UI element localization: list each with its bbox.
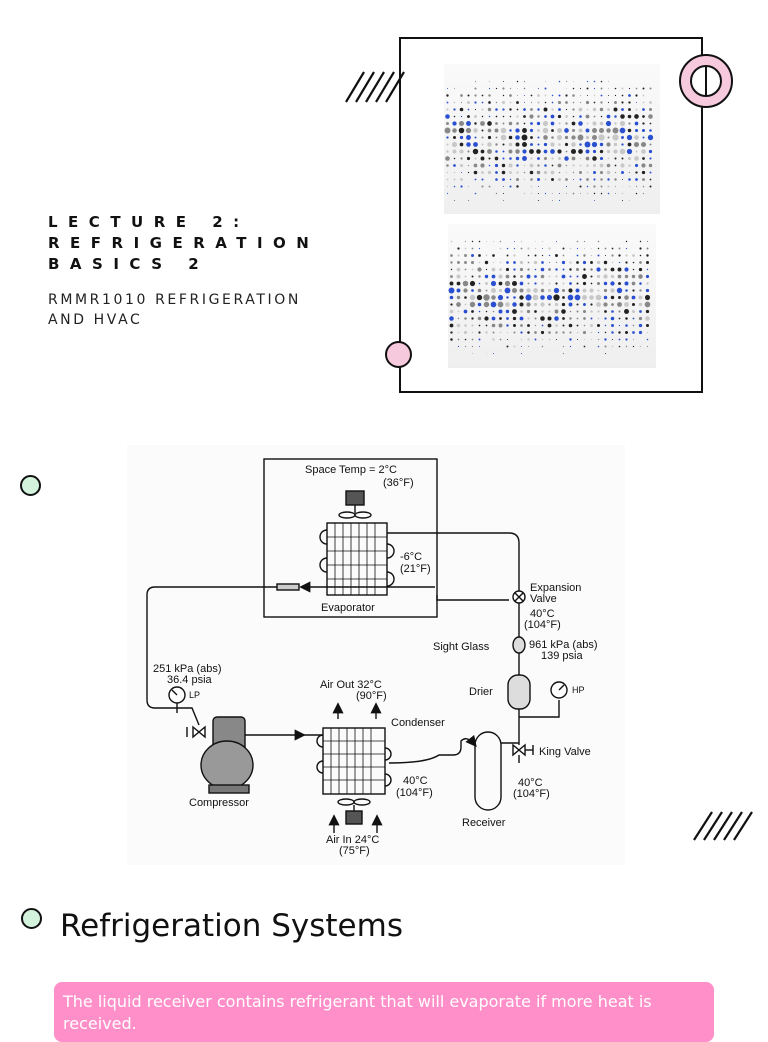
section-heading: Refrigeration Systems [60, 908, 403, 944]
subtitle-line-1: RMMR1010 REFRIGERATION [48, 292, 301, 308]
evaporator-coil [326, 522, 388, 596]
cond-out-temp-label: 40°C [403, 775, 428, 787]
high-pressure-label: 961 kPa (abs) [529, 639, 597, 651]
sight-glass-icon [512, 636, 526, 654]
hp-label: HP [572, 685, 585, 695]
green-circle-decoration [20, 475, 41, 496]
cond-out-temp-f-label: (104°F) [396, 787, 433, 799]
space-temp-label: Space Temp = 2°C [305, 464, 397, 476]
liquid-temp-label: 40°C [530, 608, 555, 620]
receiver-temp-f-label: (104°F) [513, 788, 550, 800]
pink-circle-decoration [385, 341, 412, 368]
suction-line [146, 586, 277, 726]
liquid-temp-f-label: (104°F) [524, 619, 561, 631]
low-pressure-psia-label: 36.4 psia [167, 674, 213, 686]
expansion-valve-label-1: Expansion [530, 582, 581, 594]
refrigeration-cycle-diagram: Space Temp = 2°C (36°F) -6°C (21°F) Evap… [146, 458, 597, 857]
receiver-label: Receiver [462, 817, 506, 829]
king-valve-label: King Valve [539, 746, 591, 758]
evap-temp-f-label: (21°F) [400, 563, 431, 575]
evaporator-fan-motor [345, 490, 365, 506]
callout-box: The liquid receiver contains refrigerant… [54, 982, 714, 1042]
compressor-label: Compressor [189, 797, 249, 809]
diagram-background [127, 445, 625, 865]
cold-space-box [263, 458, 438, 618]
hatch-decoration-bottom [693, 811, 753, 841]
hatch-decoration-top [345, 71, 405, 103]
condenser-fan-motor [345, 810, 363, 825]
drier-label: Drier [469, 686, 493, 698]
space-temp-f-label: (36°F) [383, 477, 414, 489]
dot-pattern-texture [444, 80, 654, 202]
air-out-f-label: (90°F) [356, 690, 387, 702]
king-valve-icon [512, 743, 526, 757]
title-line-2: REFRIGERATION [48, 234, 320, 252]
callout-text: The liquid receiver contains refrigerant… [63, 992, 652, 1033]
evaporator-label: Evaporator [321, 602, 375, 614]
course-subtitle: RMMR1010 REFRIGERATION AND HVAC [48, 290, 368, 330]
lp-label: LP [189, 690, 200, 700]
receiver-tank [474, 731, 502, 811]
condenser-coil [322, 727, 386, 795]
lecture-title: LECTURE 2: REFRIGERATION BASICS 2 [48, 212, 348, 275]
title-line-3: BASICS 2 [48, 255, 210, 273]
decorative-frame [399, 37, 703, 393]
subtitle-line-2: AND HVAC [48, 312, 143, 328]
condenser-label: Condenser [391, 717, 445, 729]
air-in-label: Air In 24°C [326, 834, 379, 846]
expansion-valve-label-2: Valve [530, 593, 557, 605]
compressor-icon [200, 740, 254, 790]
sight-glass-label: Sight Glass [433, 641, 490, 653]
air-in-f-label: (75°F) [339, 845, 370, 857]
evap-temp-label: -6°C [400, 551, 422, 563]
air-out-label: Air Out 32°C [320, 679, 382, 691]
high-pressure-psia-label: 139 psia [541, 650, 583, 662]
dot-pattern-image-top [444, 64, 660, 214]
title-line-1: LECTURE 2: [48, 213, 250, 231]
dot-pattern-texture [448, 240, 651, 355]
receiver-temp-label: 40°C [518, 777, 543, 789]
target-circle-icon [679, 54, 733, 108]
heading-bullet-icon [21, 908, 42, 929]
drier-icon [507, 674, 531, 710]
evap-inlet-line [387, 532, 520, 591]
dot-pattern-image-bottom [448, 224, 656, 368]
low-pressure-label: 251 kPa (abs) [153, 663, 221, 675]
